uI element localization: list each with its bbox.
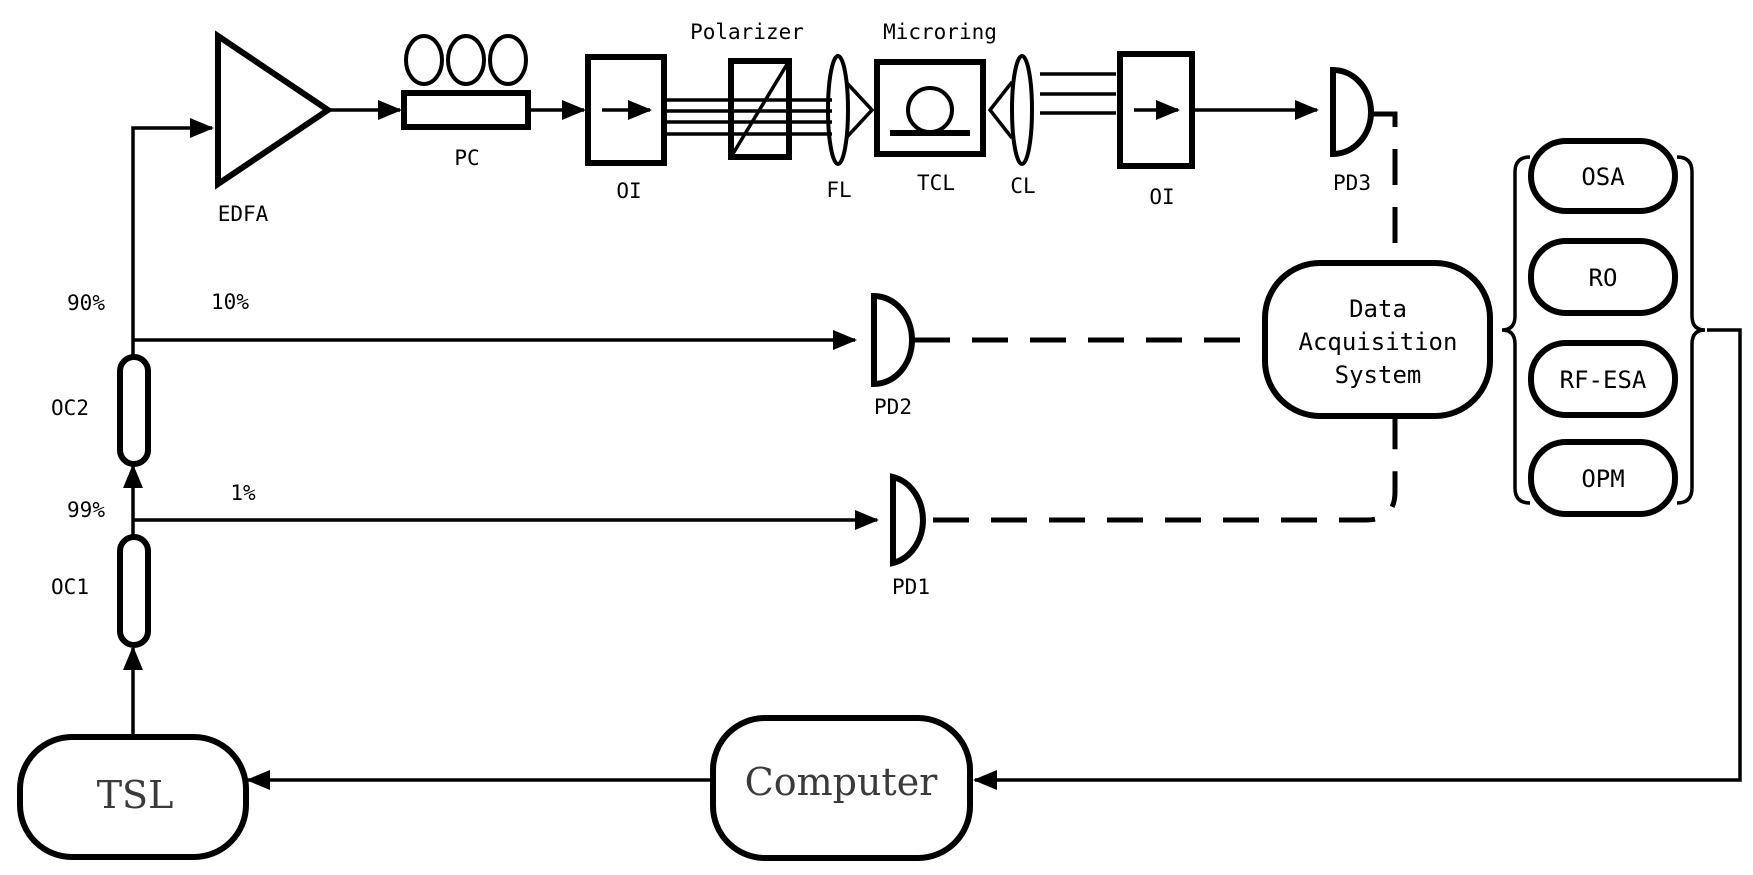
microring-label: Microring — [883, 20, 997, 44]
microring-resonator — [874, 59, 986, 157]
optical-isolator-input — [585, 54, 667, 166]
ratio-oc2-tap: 10% — [211, 290, 249, 314]
tsl-box — [17, 734, 249, 860]
photodetector-pd1 — [890, 473, 926, 567]
instrument-ro-box — [1528, 238, 1678, 316]
instruments-left-brace — [1501, 155, 1531, 505]
daq-label-line1: Data — [1349, 295, 1407, 323]
daq-label-line3: System — [1335, 361, 1422, 389]
oc2-label: OC2 — [51, 396, 89, 420]
tsl-label: TSL — [97, 773, 174, 817]
instrument-osa-label: OSA — [1581, 163, 1625, 191]
instrument-opm-label: OPM — [1581, 465, 1624, 493]
computer-box — [710, 715, 973, 861]
polarization-controller — [401, 34, 531, 130]
fl-label: FL — [826, 178, 851, 202]
tcl-label: TCL — [917, 171, 955, 195]
pd1-label: PD1 — [892, 575, 930, 599]
photodetector-pd2 — [871, 292, 915, 388]
pd2-label: PD2 — [874, 395, 912, 419]
ratio-oc1-main: 99% — [67, 498, 105, 522]
optical-coupler-oc2 — [117, 354, 151, 467]
instrument-ro-label: RO — [1589, 264, 1618, 292]
instrument-rf-esa-box — [1528, 340, 1678, 418]
polarizer-element — [728, 58, 792, 160]
polarizer-label: Polarizer — [690, 20, 804, 44]
free-space-beam-output — [1040, 72, 1116, 115]
ratio-oc1-tap: 1% — [230, 481, 256, 505]
pc-label: PC — [454, 146, 479, 170]
ratio-oc2-main: 90% — [67, 291, 105, 315]
collimating-lens — [987, 54, 1034, 166]
free-space-beam-input — [664, 98, 832, 136]
instrument-opm-box — [1528, 439, 1678, 517]
edfa-label: EDFA — [218, 202, 269, 226]
optical-isolator-output — [1117, 51, 1195, 169]
computer-label: Computer — [745, 760, 939, 804]
optical-coupler-oc1 — [117, 534, 151, 648]
edfa-amplifier-symbol — [215, 30, 334, 190]
instruments-right-brace — [1676, 155, 1706, 505]
data-acquisition-system-box — [1262, 260, 1493, 419]
focusing-lens — [826, 54, 875, 166]
oc1-label: OC1 — [51, 575, 89, 599]
cl-label: CL — [1010, 174, 1035, 198]
electrical-link-pd3-to-daq — [1372, 111, 1398, 262]
pd3-label: PD3 — [1333, 171, 1371, 195]
electrical-link-pd1-to-daq — [933, 418, 1398, 523]
instrument-rf-esa-label: RF-ESA — [1560, 366, 1647, 394]
fiber-oc2-to-edfa — [131, 118, 214, 355]
instrument-osa-box — [1528, 138, 1678, 214]
oi-output-label: OI — [1149, 185, 1174, 209]
photodetector-pd3 — [1330, 66, 1374, 158]
daq-label-line2: Acquisition — [1299, 328, 1458, 356]
oi-input-label: OI — [616, 179, 641, 203]
link-instruments-to-computer — [973, 328, 1742, 790]
